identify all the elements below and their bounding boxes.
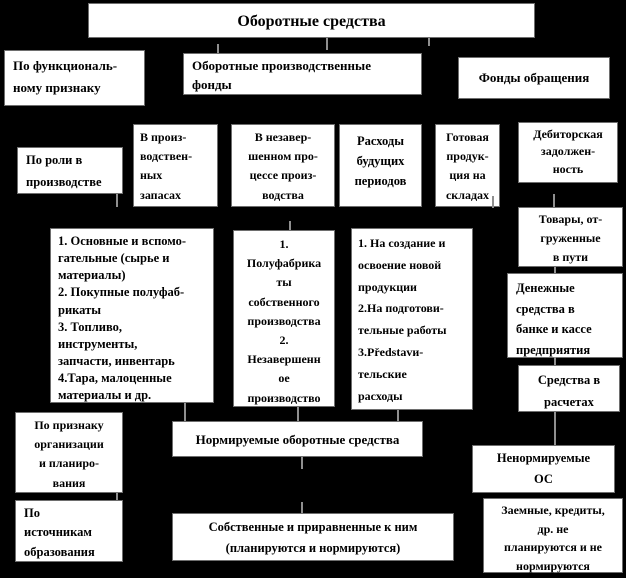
box-by-organization-planning: По признаку организации и планиро- вания [15,412,123,493]
box-borrowed-credits: Заемные, кредиты, др. не планируются и н… [483,498,623,573]
connector-biglist-down [184,403,186,421]
connector-denezh-down [554,357,556,365]
box-funds-in-settlements: Средства в расчетах [518,365,620,412]
connector-priznak-down [116,493,118,500]
box-by-role-in-production: По роли в производстве [17,147,123,194]
connector-sredstva-down [554,412,556,445]
box-production-stocks: В произ- водствен- ных запасах [133,124,218,207]
box-non-normalized: Ненормируемые ОС [472,445,615,493]
box-materials-list: 1. Основные и вспомо- гательные (сырье и… [50,228,214,403]
connector-sobstv-up [301,502,303,513]
connector-debitor-down [553,194,555,207]
box-unfinished-process: В незавер- шенном про- цессе произ- водс… [231,124,335,207]
box-accounts-receivable: Дебиторская задолжен- ность [518,122,618,183]
box-by-sources-of-formation: По источникам образования [15,500,123,562]
box-normalized-working-capital: Нормируемые оборотные средства [172,421,423,457]
box-cash-in-bank: Денежные средства в банке и кассе предпр… [507,273,623,358]
connector-norm-down [301,457,303,469]
box-circulation-funds: Фонды обращения [458,57,610,99]
connector-tovary-down [554,267,556,273]
connector-sozdanie-down [397,410,399,421]
box-semifinished-products: 1. Полуфабрика ты собственного производс… [233,230,335,407]
connector-role-down [116,194,118,207]
connector-gotovaya-down [492,196,494,208]
box-by-functional-attribute: По функциональ- ному признаку [4,50,145,106]
box-future-expenses: Расходы будущих периодов [339,124,422,207]
box-finished-goods: Готовая продук- ция на складах [435,124,500,207]
box-goods-in-transit: Товары, от- груженные в пути [518,207,623,267]
box-own-and-equated: Собственные и приравненные к ним (планир… [172,513,454,561]
box-working-production-funds: Оборотные производственные фонды [183,53,422,95]
box-new-products-expenses: 1. На создание и освоение новой продукци… [351,228,473,410]
connector-polufabr-up [289,221,291,230]
connector-opf-up [217,44,219,53]
box-working-capital-title: Оборотные средства [88,3,535,38]
connector-polufabr-down [297,407,299,421]
connector-title-right [428,38,430,46]
connector-title-down [326,38,328,50]
